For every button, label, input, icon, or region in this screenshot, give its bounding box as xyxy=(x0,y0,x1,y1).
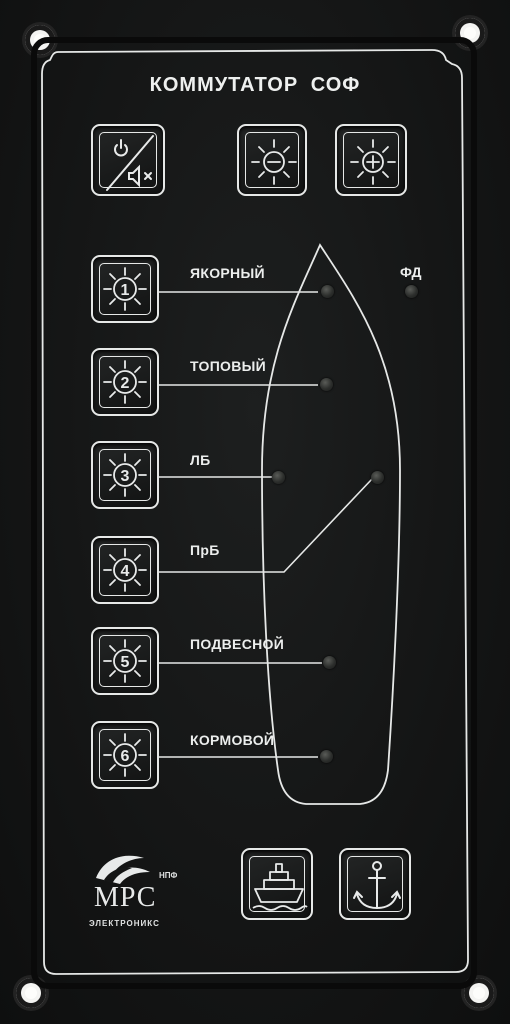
brightness-down-button[interactable] xyxy=(237,124,307,196)
brightness-down-icon xyxy=(251,139,297,185)
light-4-number: 4 xyxy=(121,563,130,580)
light-label-3: ЛБ xyxy=(190,452,211,468)
light-label-1: ЯКОРНЫЙ xyxy=(190,265,265,281)
logo-sub-text: ЭЛЕКТРОНИКС xyxy=(89,919,160,928)
mrs-logo-wave-icon xyxy=(96,855,150,884)
light-2-number: 2 xyxy=(121,375,130,392)
light-6-number: 6 xyxy=(121,748,130,765)
fd-indicator-label: ФД xyxy=(400,264,422,280)
panel-border xyxy=(41,49,469,975)
underway-mode-button[interactable] xyxy=(241,848,313,920)
logo-tag: НПФ xyxy=(159,871,178,880)
led-fd xyxy=(405,285,418,298)
ship-icon xyxy=(252,863,308,911)
led-outboard-light xyxy=(323,656,336,669)
led-port-light xyxy=(272,471,285,484)
light-label-6: КОРМОВОЙ xyxy=(190,732,275,748)
light-3-icon: 3 xyxy=(103,453,147,497)
light-4-icon: 4 xyxy=(103,548,147,592)
power-mute-button[interactable] xyxy=(91,124,165,196)
brightness-up-button[interactable] xyxy=(335,124,407,196)
led-masthead-light xyxy=(320,378,333,391)
light-2-icon: 2 xyxy=(103,360,147,404)
mount-hole-bottom-right xyxy=(464,978,494,1008)
led-starboard-light xyxy=(371,471,384,484)
light-button-3[interactable]: 3 xyxy=(91,441,159,509)
light-label-2: ТОПОВЫЙ xyxy=(190,358,267,374)
panel-title: КОММУТАТОР СОФ xyxy=(149,74,361,96)
light-button-6[interactable]: 6 xyxy=(91,721,159,789)
light-label-5: ПОДВЕСНОЙ xyxy=(190,636,285,652)
power-mute-icon xyxy=(106,135,154,191)
light-3-number: 3 xyxy=(121,468,130,485)
boat-outline xyxy=(261,243,401,805)
light-button-2[interactable]: 2 xyxy=(91,348,159,416)
light-label-4: ПрБ xyxy=(190,542,220,558)
light-5-icon: 5 xyxy=(103,639,147,683)
logo-main-text: МРС xyxy=(94,882,157,913)
light-5-number: 5 xyxy=(121,654,130,671)
led-anchor-light xyxy=(321,285,334,298)
led-stern-light xyxy=(320,750,333,763)
brightness-up-icon xyxy=(350,139,396,185)
light-6-icon: 6 xyxy=(103,733,147,777)
light-button-5[interactable]: 5 xyxy=(91,627,159,695)
anchor-icon xyxy=(353,861,401,910)
light-button-1[interactable]: 1 xyxy=(91,255,159,323)
mount-hole-bottom-left xyxy=(16,978,46,1008)
light-1-number: 1 xyxy=(121,282,130,299)
light-button-4[interactable]: 4 xyxy=(91,536,159,604)
light-1-icon: 1 xyxy=(103,267,147,311)
anchor-mode-button[interactable] xyxy=(339,848,411,920)
